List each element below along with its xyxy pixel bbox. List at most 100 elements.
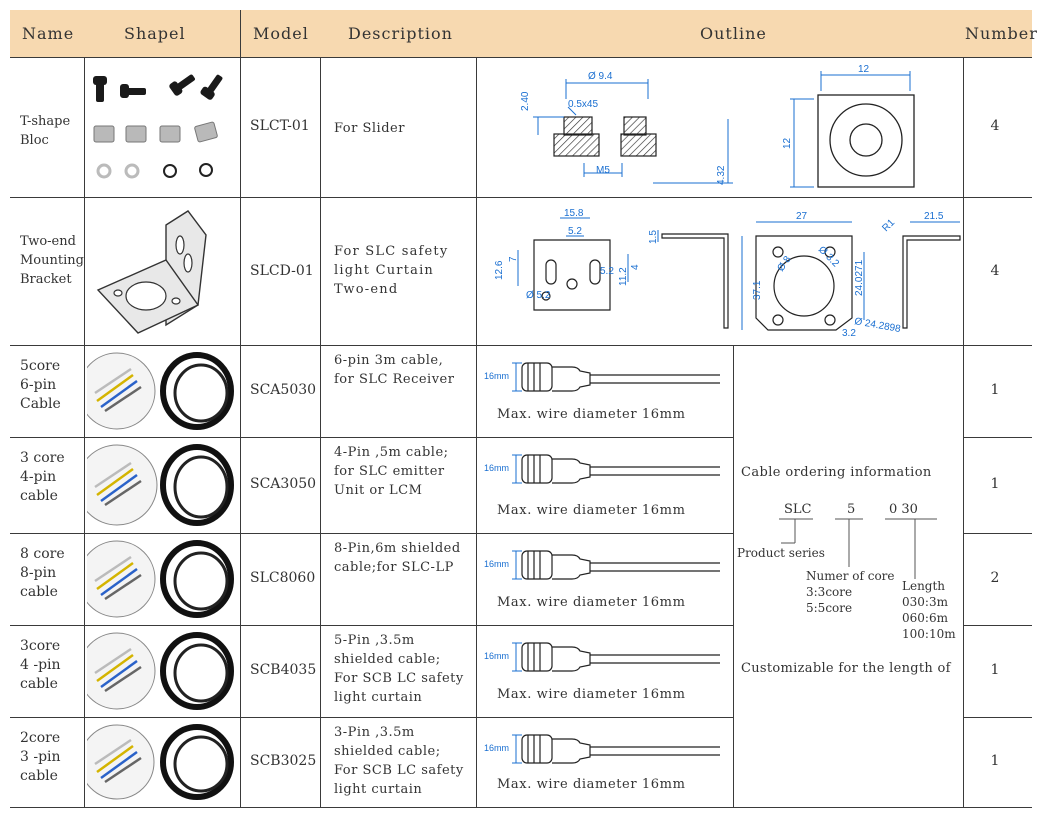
dim-width: 12 <box>858 64 870 75</box>
cable-dim-label: 16mm <box>484 743 509 753</box>
dim-w3: 21.5 <box>924 211 944 222</box>
row5-model: SLC8060 <box>250 570 316 586</box>
col-divider <box>733 345 734 808</box>
row-divider <box>963 625 1032 626</box>
header-name: Name <box>22 24 75 43</box>
header-description: Description <box>348 24 453 43</box>
desc-line: 8-Pin,6m shielded <box>334 541 461 556</box>
wire-diameter-note: Max. wire diameter 16mm <box>497 595 686 610</box>
dim-hole3: Ø 3.2 <box>816 244 841 269</box>
label-length: Length 030:3m 060:6m 100:10m <box>902 578 956 642</box>
desc-line: 6-pin 3m cable, <box>334 353 444 368</box>
dim-r: R1 <box>880 217 897 234</box>
name-line: cable <box>20 584 58 600</box>
row5-number: 2 <box>990 570 1000 586</box>
tblock-parts-image <box>93 74 223 179</box>
dim-hole: Ø 5.2 <box>526 290 551 301</box>
col-divider <box>84 57 85 808</box>
name-line: cable <box>20 488 58 504</box>
desc-line: For SCB LC safety <box>334 671 464 686</box>
length-line: Length <box>902 579 946 593</box>
cable-connector-drawing: 16mm <box>484 642 720 672</box>
name-line: cable <box>20 676 58 692</box>
name-line: Cable <box>20 396 61 412</box>
header-band <box>10 10 1032 57</box>
name-line: Mounting <box>20 253 84 268</box>
header-model: Model <box>253 24 309 43</box>
row4-model: SCA3050 <box>250 476 317 492</box>
col-divider <box>240 10 241 808</box>
row3-number: 1 <box>990 382 1000 398</box>
dim-s1: 5.2 <box>568 226 582 237</box>
bracket-image <box>96 210 207 334</box>
name-line: Two-end <box>20 234 76 249</box>
dim-diameter: Ø 9.4 <box>588 71 613 82</box>
cable-dim-label: 16mm <box>484 371 509 381</box>
row2-description: For SLC safety light Curtain Two-end <box>334 242 469 299</box>
row-divider <box>963 717 1032 718</box>
desc-line: Unit or LCM <box>334 483 423 498</box>
desc-line: For SLC safety <box>334 244 449 259</box>
row3-model: SCA5030 <box>250 382 317 398</box>
row-divider <box>963 533 1032 534</box>
row6-model: SCB4035 <box>250 662 317 678</box>
row1-description: For Slider <box>334 119 469 138</box>
name-line: 3 -pin <box>20 749 61 765</box>
dim-h3: 24.0271 <box>854 259 865 296</box>
dim-h1: 12.6 <box>494 260 505 280</box>
name-line: 3core <box>20 638 61 654</box>
name-line: cable <box>20 768 58 784</box>
label-series: Product series <box>737 546 825 560</box>
length-line: 030:3m <box>902 595 948 609</box>
dim-d1: 7 <box>508 256 519 262</box>
name-line: 3 core <box>20 450 65 466</box>
row5-description: 8-Pin,6m shielded cable;for SLC-LP <box>334 539 469 577</box>
desc-line: light Curtain <box>334 263 435 278</box>
label-core: Numer of core 3:3core 5:5core <box>806 568 895 616</box>
desc-line: 3-Pin ,3.5m <box>334 725 415 740</box>
row1-number: 4 <box>990 118 1000 134</box>
row7-model: SCB3025 <box>250 753 317 769</box>
dim-h2: 37.1 <box>752 280 763 300</box>
bracket-outline-drawing: 15.8 5.2 5.2 12.6 7 11.2 4 Ø 5.2 1.5 27 … <box>494 208 961 339</box>
name-line: Bracket <box>20 272 72 287</box>
desc-line: For Slider <box>334 121 405 136</box>
cable-dim-label: 16mm <box>484 559 509 569</box>
dim-d3: 4 <box>630 264 641 270</box>
header-shape: Shapel <box>124 24 186 43</box>
cable-image <box>87 444 234 526</box>
cable-dim-label: 16mm <box>484 651 509 661</box>
code-core: 5 <box>847 502 856 517</box>
custom-note: Customizable for the length of <box>741 661 951 676</box>
dim-t: 1.5 <box>648 230 659 244</box>
desc-line: 4-Pin ,5m cable; <box>334 445 449 460</box>
col-divider <box>476 57 477 808</box>
desc-line: for SLC Receiver <box>334 372 455 387</box>
cable-image <box>87 632 234 710</box>
cable-image <box>87 352 234 430</box>
name-line: 2core <box>20 730 61 746</box>
row-divider <box>10 197 1032 198</box>
header-number: Number <box>965 24 1037 43</box>
row-divider <box>10 345 1032 346</box>
dim-w1: 15.8 <box>564 208 584 219</box>
desc-line: For SCB LC safety <box>334 763 464 778</box>
name-line: Bloc <box>20 133 49 148</box>
wire-diameter-note: Max. wire diameter 16mm <box>497 777 686 792</box>
wire-diameter-note: Max. wire diameter 16mm <box>497 687 686 702</box>
row6-number: 1 <box>990 662 1000 678</box>
desc-line: cable;for SLC-LP <box>334 560 454 575</box>
dim-s2: 5.2 <box>600 266 614 277</box>
cable-connector-drawing: 16mm <box>484 454 720 484</box>
cable-connector-drawing: 16mm <box>484 550 720 580</box>
row2-name: Two-end Mounting Bracket <box>20 232 84 289</box>
row2-number: 4 <box>990 263 1000 279</box>
length-line: 100:10m <box>902 627 956 641</box>
cable-connector-drawing: 16mm <box>484 734 720 764</box>
cable-image <box>87 540 234 618</box>
header-outline: Outline <box>700 24 767 43</box>
wire-diameter-note: Max. wire diameter 16mm <box>497 503 686 518</box>
